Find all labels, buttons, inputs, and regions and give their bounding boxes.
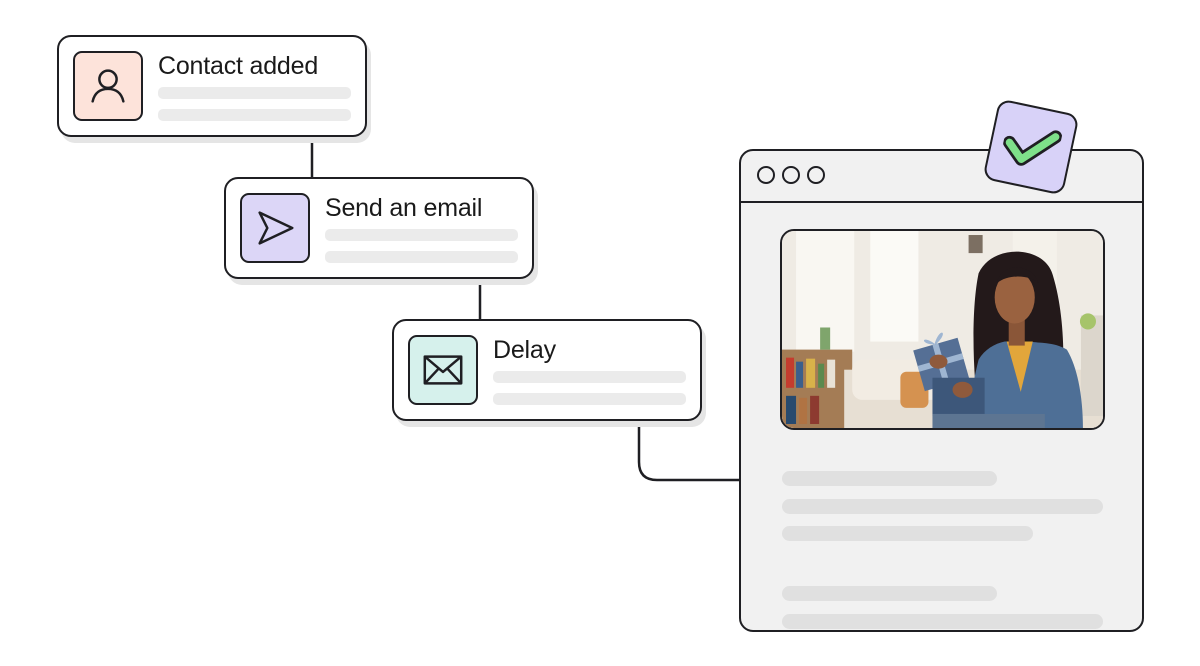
window-control-dot[interactable] [782,166,800,184]
placeholder-line [782,586,997,601]
step-title: Contact added [158,52,319,80]
placeholder-line [158,109,351,121]
placeholder-line [782,526,1033,541]
workflow-step-send-email[interactable]: Send an email [224,177,534,279]
workflow-step-delay[interactable]: Delay [392,319,702,421]
placeholder-line [325,229,518,241]
workflow-step-contact-added[interactable]: Contact added [57,35,367,137]
step-title: Send an email [325,194,483,222]
envelope-icon [408,335,478,405]
checkmark-icon [1002,130,1063,166]
placeholder-line [493,393,686,405]
send-icon [240,193,310,263]
window-titlebar [741,151,1142,203]
placeholder-line [782,499,1103,514]
placeholder-line [158,87,351,99]
window-control-dot[interactable] [757,166,775,184]
placeholder-line [782,614,1103,629]
placeholder-line [782,471,997,486]
step-title: Delay [493,336,556,364]
window-control-dot[interactable] [807,166,825,184]
user-icon [73,51,143,121]
placeholder-line [493,371,686,383]
woman-opening-gift-photo [780,229,1105,430]
placeholder-line [325,251,518,263]
checkmark-badge [982,98,1080,196]
email-preview-window [739,149,1144,632]
